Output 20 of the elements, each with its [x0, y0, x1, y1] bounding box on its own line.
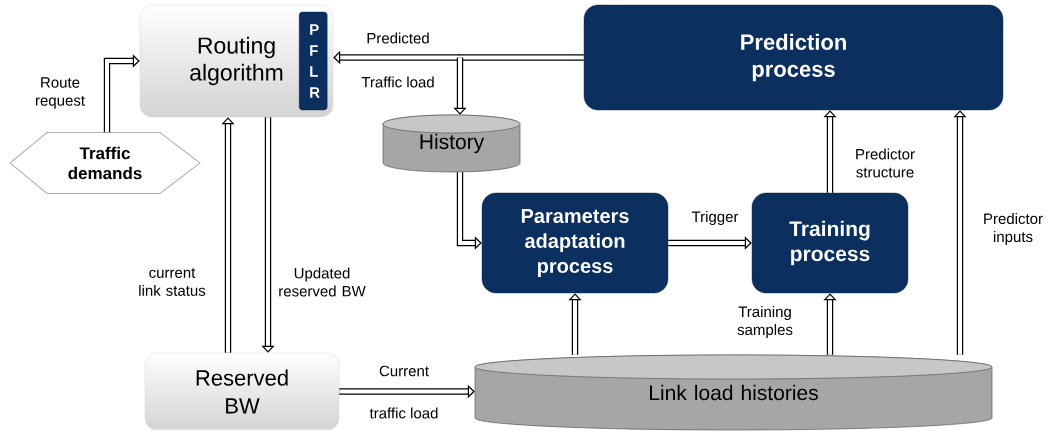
- edge-label: Predictor inputs: [984, 213, 1043, 245]
- edge-label: Updated reserved BW: [279, 267, 366, 297]
- database-cylinder: History: [382, 114, 521, 173]
- database-cylinder: Link load histories: [474, 354, 993, 431]
- text-label: Traffic load: [361, 76, 434, 88]
- edge-label: Trigger: [691, 211, 739, 225]
- process-box: Parameters adaptation process: [481, 192, 669, 294]
- side-tab: P F L R: [299, 11, 328, 111]
- edge-label: Training samples: [737, 306, 793, 338]
- edge-label: Route request: [35, 77, 85, 109]
- hexagon-box: Traffic demands: [9, 132, 201, 194]
- process-box: Training process: [751, 192, 909, 294]
- edge-label: current link status: [139, 268, 206, 296]
- arrow: [103, 54, 140, 133]
- edge-label: Current: [379, 365, 429, 377]
- edge-label: Predicted: [367, 32, 429, 44]
- edge-label: Predictor structure: [856, 148, 915, 178]
- text-label: traffic load: [369, 407, 438, 419]
- process-box: Prediction process: [583, 4, 1004, 111]
- process-box: Reserved BW: [144, 352, 340, 431]
